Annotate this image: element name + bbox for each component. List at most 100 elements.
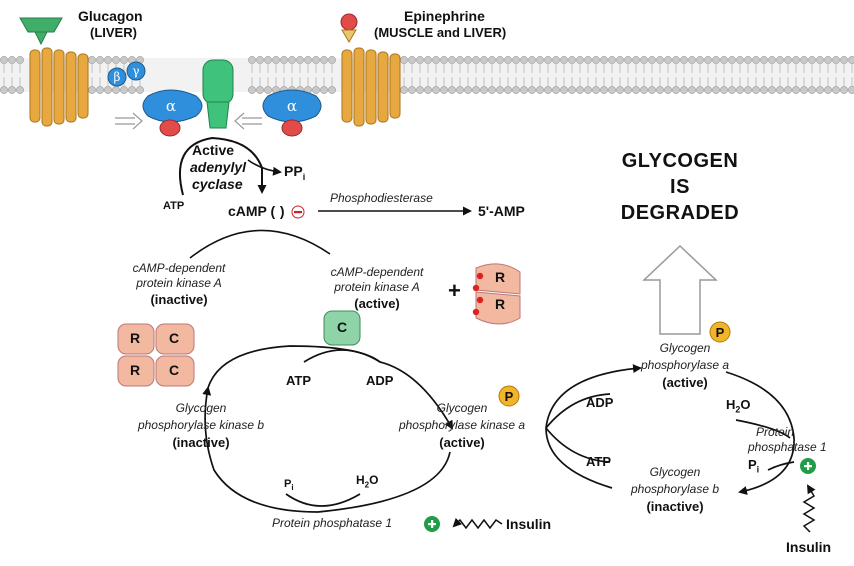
phospholipid-head [320, 86, 328, 94]
insulin-signal-bottom [452, 517, 503, 530]
kinase-cycle [202, 345, 453, 513]
phospholipid-head [824, 86, 832, 94]
phospholipid-head [440, 86, 448, 94]
phospholipid-head [832, 56, 840, 64]
pka-inactive-state: (inactive) [150, 292, 208, 307]
phosphate-badge-kinase-icon: P [498, 385, 520, 407]
glucagon-label: Glucagon [78, 8, 143, 24]
epinephrine-receptor-icon [341, 47, 401, 127]
holo-c-lower: C [169, 362, 180, 378]
phospholipid-head [424, 56, 432, 64]
phospholipid-head [512, 56, 520, 64]
phosphorylase-cycle-atp: ATP [586, 454, 612, 469]
phosphorylase-b-line1: Glycogen [649, 465, 701, 479]
glucagon-receptor-icon [29, 47, 89, 127]
ppi-label: PPi [284, 163, 305, 182]
degradation-arrow-icon [642, 244, 718, 335]
phospholipid-head [840, 86, 848, 94]
phospholipid-head [272, 56, 280, 64]
phospholipid-head [560, 56, 568, 64]
phospholipid-head [728, 56, 736, 64]
phospholipid-head [472, 56, 480, 64]
phospholipid-head [120, 56, 128, 64]
phospholipid-head [304, 56, 312, 64]
insulin-signal-right [802, 484, 816, 533]
phospholipid-head [264, 86, 272, 94]
phospholipid-head [96, 86, 104, 94]
kinase-pi-text: P [284, 478, 292, 490]
phosphate-badge-phosphorylase-label: P [716, 325, 725, 340]
phospholipid-head [328, 56, 336, 64]
phospholipid-head [264, 56, 272, 64]
phospholipid-head [592, 86, 600, 94]
phospholipid-head [744, 86, 752, 94]
phosphate-badge-kinase-label: P [505, 389, 514, 404]
phospholipid-head [8, 56, 16, 64]
phospholipid-head [720, 86, 728, 94]
phospholipid-head [248, 86, 256, 94]
phospholipid-head [648, 86, 656, 94]
phospholipid-head [416, 56, 424, 64]
free-c-label: C [337, 319, 348, 335]
phospholipid-head [736, 56, 744, 64]
phospholipid-head [648, 56, 656, 64]
kinase-h2o-o: O [369, 473, 379, 487]
phosphorylase-a-line1: Glycogen [659, 341, 711, 355]
phospholipid-head [480, 86, 488, 94]
pp1-right-line2: phosphatase 1 [748, 440, 827, 454]
kinase-b-line2: phosphorylase kinase b [137, 418, 265, 432]
phospholipid-head [520, 56, 528, 64]
kinase-pi-subscript: i [291, 483, 294, 493]
phospholipid-head [584, 56, 592, 64]
outcome-line1: GLYCOGEN [621, 150, 739, 172]
phospholipid-head [544, 56, 552, 64]
phospholipid-head [504, 86, 512, 94]
phospholipid-head [720, 56, 728, 64]
phos-pi-subscript: i [756, 464, 760, 475]
free-r-upper: R [495, 269, 506, 285]
phospholipid-head [576, 86, 584, 94]
phospholipid-head [784, 56, 792, 64]
epinephrine-ligand-icon [340, 13, 358, 43]
phospholipid-head [712, 56, 720, 64]
phospholipid-head [776, 56, 784, 64]
phospholipid-head [792, 56, 800, 64]
regulatory-subunits-icon [472, 263, 521, 325]
insulin-bottom-label: Insulin [506, 516, 552, 532]
phospholipid-head [632, 86, 640, 94]
phospholipid-head [496, 86, 504, 94]
phospholipid-head [456, 86, 464, 94]
phospholipid-head [624, 56, 632, 64]
phospholipid-head [672, 56, 680, 64]
phospholipid-head [816, 86, 824, 94]
kinase-b-state: (inactive) [172, 435, 230, 450]
phospholipid-head [544, 86, 552, 94]
outcome-line2: IS [670, 176, 690, 198]
phospholipid-head [608, 56, 616, 64]
phospholipid-head [584, 86, 592, 94]
outcome-line3: DEGRADED [620, 202, 740, 224]
phospholipid-head [800, 56, 808, 64]
pka-activation-arc [189, 229, 331, 259]
phospholipid-head [696, 86, 704, 94]
phospholipid-head [552, 86, 560, 94]
phospholipid-head [8, 86, 16, 94]
phospholipid-head [808, 86, 816, 94]
phospholipid-head [104, 56, 112, 64]
holo-c-upper: C [169, 330, 180, 346]
phospholipid-head [112, 56, 120, 64]
phospholipid-head [600, 56, 608, 64]
phospholipid-head [608, 86, 616, 94]
phospholipid-head [312, 86, 320, 94]
cyclase-label-line3: cyclase [192, 176, 243, 192]
phospholipid-head [328, 86, 336, 94]
phospholipid-head [704, 86, 712, 94]
phospholipid-head [312, 56, 320, 64]
phospholipid-head [752, 86, 760, 94]
phospholipid-head [104, 86, 112, 94]
phospholipid-head [488, 56, 496, 64]
phosphate-badge-phosphorylase-icon: P [709, 321, 731, 343]
phospholipid-head [448, 56, 456, 64]
